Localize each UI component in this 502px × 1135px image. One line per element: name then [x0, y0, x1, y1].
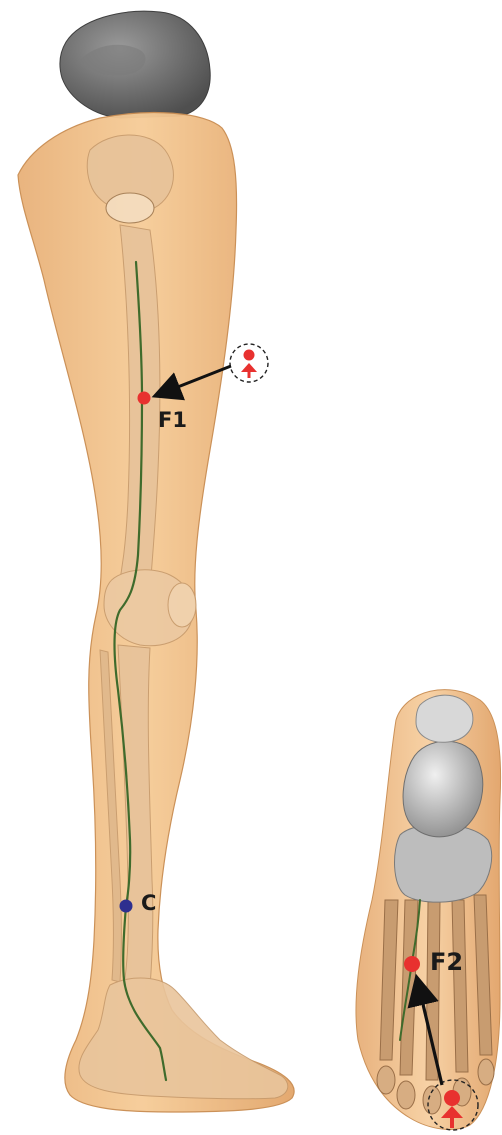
point-f1 [138, 392, 151, 405]
patella [168, 583, 196, 627]
pelvis-bone [60, 11, 210, 118]
label-c: C [141, 893, 156, 914]
point-f2 [404, 956, 420, 972]
label-f2: F2 [430, 950, 463, 974]
point-c [120, 900, 133, 913]
hip-socket [106, 193, 154, 223]
needle-marker-upper-icon [230, 344, 268, 382]
label-f1: F1 [158, 410, 187, 431]
ankle-bones [79, 978, 288, 1099]
